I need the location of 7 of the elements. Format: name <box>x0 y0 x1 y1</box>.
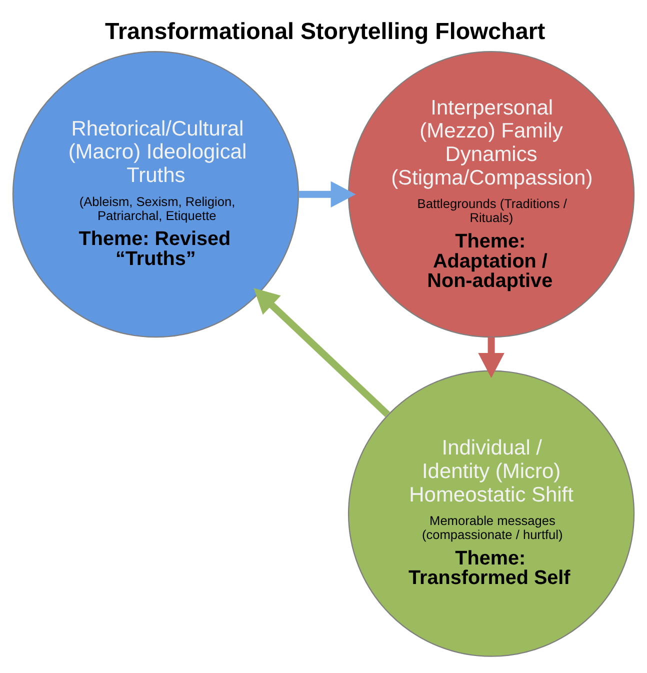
node-circle: Interpersonal (Mezzo) Family Dynamics (Stigma/Compassion) Battlegrounds (Traditions / Rituals) Theme: Adaptation / Non-adaptive <box>348 51 635 338</box>
diagram-title: Transformational Storytelling Flowchart <box>105 18 546 44</box>
node-circle: Individual / Identity (Micro) Homeostatic Shift Memorable messages (compassionate / hurtful) Theme: Transformed Self <box>348 370 635 657</box>
node-circle: Rhetorical/Cultural (Macro) Ideological Truths (Ableism, Sexism, Religion, Patriarchal, Etiquette Theme: Revised “Truths” <box>12 51 300 338</box>
arrow <box>298 181 356 208</box>
arrow <box>478 337 504 378</box>
arrow <box>254 288 390 418</box>
